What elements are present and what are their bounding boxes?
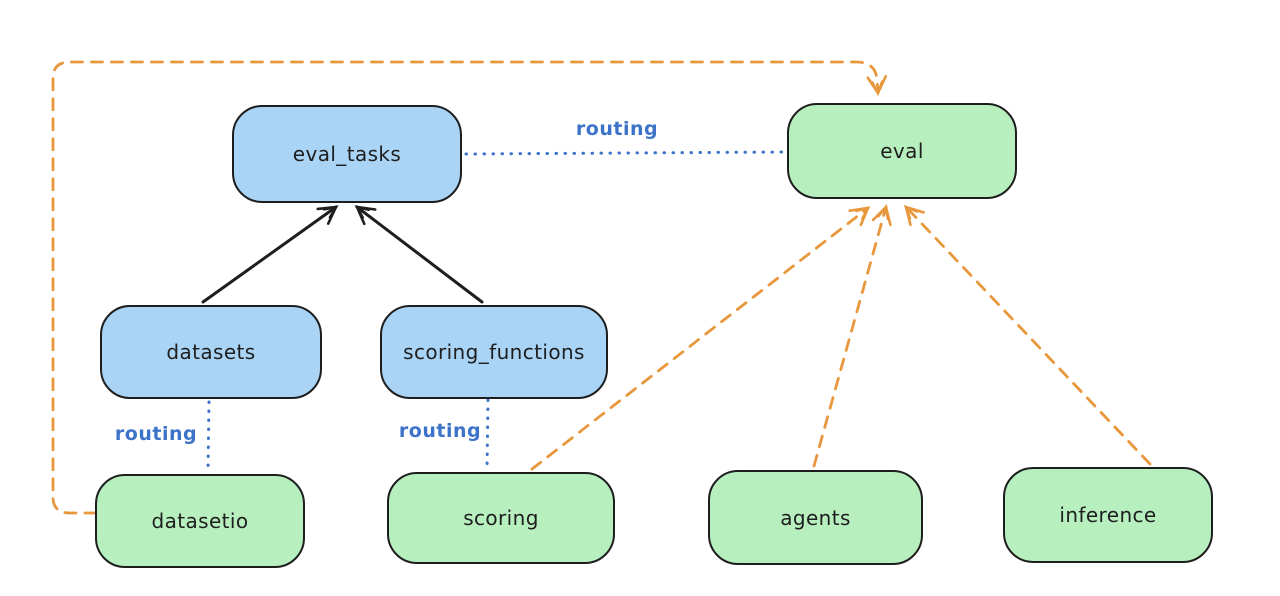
edge-routing-scoring-functions-scoring bbox=[485, 398, 490, 472]
node-scoring-label: scoring bbox=[463, 506, 539, 530]
node-eval: eval bbox=[787, 103, 1017, 199]
node-datasets: datasets bbox=[100, 305, 322, 399]
node-datasetio-label: datasetio bbox=[151, 509, 249, 533]
node-agents-label: agents bbox=[780, 505, 851, 530]
node-datasetio: datasetio bbox=[95, 474, 305, 568]
node-eval-tasks-label: eval_tasks bbox=[292, 142, 402, 166]
node-inference-label: inference bbox=[1059, 503, 1157, 527]
edge-scoring-to-eval bbox=[530, 206, 871, 471]
edge-label-routing-datasets-datasetio: routing bbox=[114, 423, 198, 445]
node-scoring-functions-label: scoring_functions bbox=[403, 340, 585, 364]
node-eval-label: eval bbox=[880, 139, 924, 163]
edge-label-routing-scoring-functions-scoring: routing bbox=[398, 420, 482, 442]
edge-datasets-to-eval-tasks bbox=[201, 205, 339, 304]
node-agents: agents bbox=[708, 470, 923, 565]
node-scoring: scoring bbox=[387, 472, 615, 564]
edge-label-routing-eval-tasks-eval: routing bbox=[575, 118, 659, 140]
edge-agents-to-eval bbox=[812, 203, 892, 468]
edge-routing-eval-tasks-eval bbox=[464, 150, 786, 156]
node-datasets-label: datasets bbox=[166, 340, 256, 364]
edge-datasetio-to-eval bbox=[51, 60, 888, 515]
node-eval-tasks: eval_tasks bbox=[232, 105, 462, 203]
node-inference: inference bbox=[1003, 467, 1213, 563]
edge-scoring-functions-to-eval-tasks bbox=[354, 205, 484, 304]
edge-inference-to-eval bbox=[903, 204, 1152, 466]
node-scoring-functions: scoring_functions bbox=[380, 305, 608, 399]
